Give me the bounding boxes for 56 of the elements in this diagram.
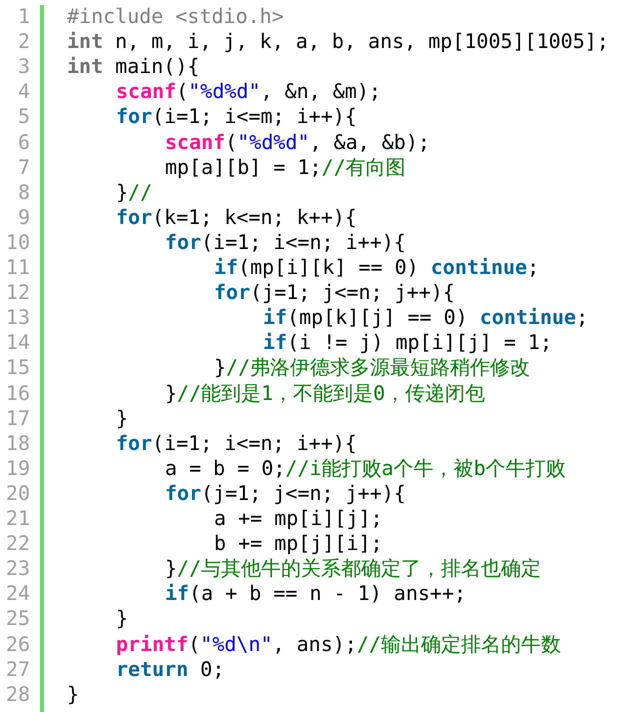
line-number: 24 [4,581,30,606]
code-line: return 0; [116,656,224,682]
line-number: 4 [16,79,30,104]
line-number: 18 [4,430,30,456]
line-number: 23 [4,556,30,582]
line-number: 12 [4,280,30,306]
code-line: for(k=1; k<=n; k++){ [116,204,357,230]
code-line: }//能到是1，不能到是0，传递闭包 [165,380,486,406]
code-line: scanf("%d%d", &a, &b); [165,130,430,154]
code-line: }// [116,180,152,205]
code-line: printf("%d\n", ans);//输出确定排名的牛数 [116,632,561,656]
line-number: 21 [4,506,30,531]
line-number: 16 [4,380,30,406]
line-number: 26 [4,632,30,656]
line-number: 1 [16,4,30,29]
code-line: for(i=1; i<=n; i++){ [116,430,357,456]
code-line: if(i != j) mp[i][j] = 1; [263,330,552,356]
line-number: 13 [4,305,30,330]
line-number: 22 [4,531,30,556]
code-line: a += mp[i][j]; [214,506,383,531]
line-number: 10 [4,230,30,255]
line-number: 8 [16,180,30,205]
line-number: 3 [16,54,30,80]
code-line: } [67,682,80,707]
line-number: 28 [4,682,30,707]
line-number: 2 [16,29,30,54]
code-line: for(i=1; i<=m; i++){ [116,104,357,130]
code-line: for(i=1; i<=n; i++){ [165,230,406,255]
line-number: 15 [4,355,30,380]
code-line: } [116,406,128,431]
line-number: 25 [4,606,30,632]
line-number: 20 [4,480,30,506]
code-line: if(mp[k][j] == 0) continue; [263,305,588,330]
code-line: a = b = 0;//i能打败a个牛，被b个牛打败 [165,456,566,481]
code-line: b += mp[j][i]; [214,531,383,556]
code-line: int main(){ [67,54,200,80]
line-number: 11 [4,255,30,280]
line-number: 6 [16,130,30,154]
line-number: 27 [4,656,30,682]
line-number: 17 [4,406,30,431]
code-line: }//弗洛伊德求多源最短路稍作修改 [214,355,530,380]
line-number: 7 [16,154,30,180]
code-line: int n, m, i, j, k, a, b, ans, mp[1005][1005]; [67,29,609,54]
code-line: for(j=1; j<=n; j++){ [214,280,455,306]
code-line: }//与其他牛的关系都确定了，排名也确定 [165,556,542,582]
code-line: mp[a][b] = 1;//有向图 [165,154,406,180]
code-line: if(mp[i][k] == 0) continue; [214,255,540,280]
line-number: 14 [4,330,30,356]
code-line: if(a + b == n - 1) ans++; [165,581,466,606]
code-line: } [116,606,128,632]
line-number: 5 [16,104,30,130]
code-line: for(j=1; j<=n; j++){ [165,480,406,506]
line-number: 9 [16,204,30,230]
line-number: 19 [4,456,30,481]
code-line: #include <stdio.h> [67,4,284,29]
code-line: scanf("%d%d", &n, &m); [116,79,381,104]
